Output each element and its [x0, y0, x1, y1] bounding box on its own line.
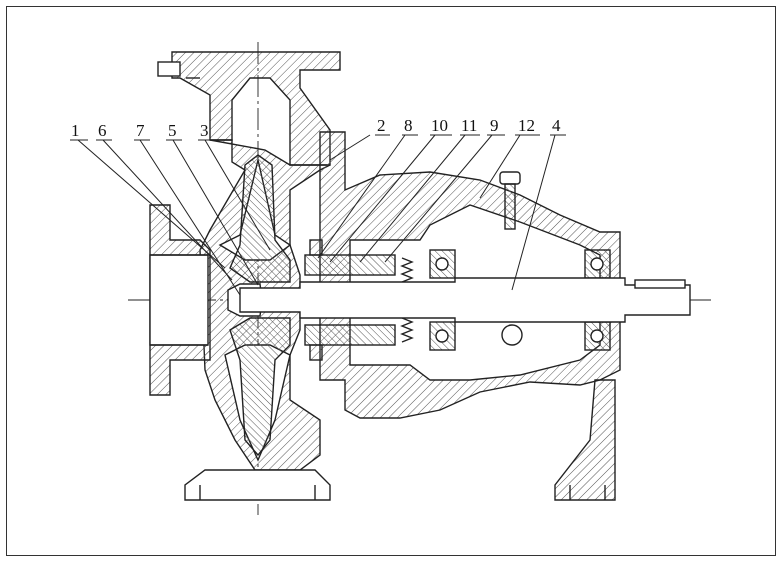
bearing-outboard [584, 249, 611, 351]
callout-4: 4 [552, 116, 561, 135]
bracket-foot [554, 379, 616, 501]
callout-5: 5 [168, 121, 177, 140]
callout-7: 7 [136, 121, 145, 140]
pump-shaft [239, 277, 691, 323]
callout-10: 10 [431, 116, 448, 135]
callout-1: 1 [71, 121, 80, 140]
sight-hole [501, 324, 523, 346]
outlet-flange [157, 51, 341, 166]
callout-2: 2 [377, 116, 386, 135]
callout-6: 6 [98, 121, 107, 140]
callout-8: 8 [404, 116, 413, 135]
callout-11: 11 [461, 116, 477, 135]
casing-foot [184, 469, 331, 501]
callout-9: 9 [490, 116, 499, 135]
vent-plug [499, 171, 521, 230]
callout-12: 12 [518, 116, 535, 135]
mechanical-seal [304, 239, 396, 361]
suction-flange [149, 204, 211, 396]
seal-spring [400, 257, 414, 343]
drawing-frame [6, 6, 776, 556]
bearing-inboard [429, 249, 456, 351]
callout-leaders [70, 134, 566, 296]
callout-3: 3 [200, 121, 209, 140]
impeller [227, 154, 291, 457]
